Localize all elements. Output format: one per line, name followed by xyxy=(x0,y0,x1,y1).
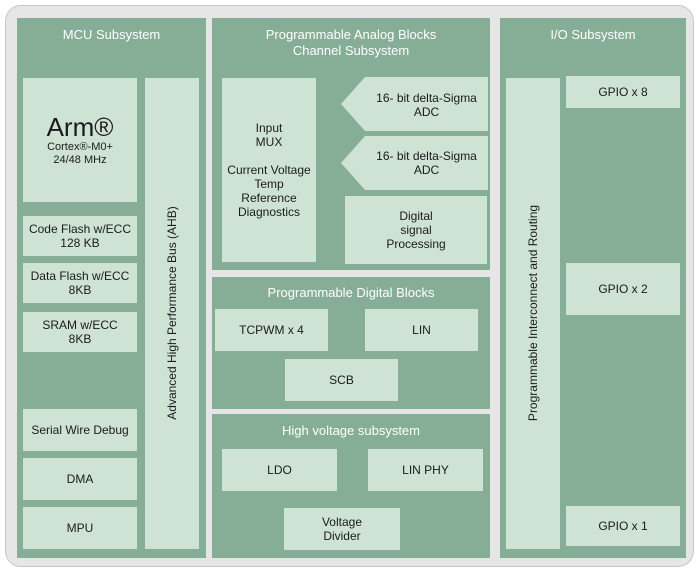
digital-signal-processing-block: Digital signal Processing xyxy=(345,196,487,264)
scb-block: SCB xyxy=(285,359,398,401)
io-subsystem-title: I/O Subsystem xyxy=(550,27,636,42)
io-subsystem-panel: I/O Subsystem Programmable Interconnect … xyxy=(500,18,686,558)
input-mux-block: Input MUX Current Voltage Temp Reference… xyxy=(222,78,316,262)
arm-core-label: Cortex®-M0+ 24/48 MHz xyxy=(47,141,113,166)
serial-wire-debug-block: Serial Wire Debug xyxy=(23,409,137,451)
high-voltage-title: High voltage subsystem xyxy=(281,423,420,438)
voltage-divider-block: Voltage Divider xyxy=(284,508,400,550)
adc-1-shape xyxy=(341,77,488,131)
mpu-block: MPU xyxy=(23,507,137,549)
data-flash-block: Data Flash w/ECC 8KB xyxy=(23,263,137,303)
high-voltage-panel: High voltage subsystem LDO LIN PHY Volta… xyxy=(212,414,490,558)
interconnect-routing-block xyxy=(506,78,560,549)
mcu-subsystem-title: MCU Subsystem xyxy=(62,27,161,42)
gpio-x2-block: GPIO x 2 xyxy=(566,263,680,315)
analog-blocks-panel: Programmable Analog Blocks Channel Subsy… xyxy=(212,18,490,270)
lin-phy-block: LIN PHY xyxy=(368,449,483,491)
ahb-bus-block xyxy=(145,78,199,549)
adc-1-label: 16- bit delta-Sigma ADC xyxy=(376,91,477,119)
tcpwm-block: TCPWM x 4 xyxy=(215,309,328,351)
arm-core-block: Arm® Cortex®-M0+ 24/48 MHz xyxy=(23,78,137,202)
digital-blocks-panel: Programmable Digital Blocks TCPWM x 4 LI… xyxy=(212,277,490,409)
gpio-x8-block: GPIO x 8 xyxy=(566,76,680,108)
interconnect-routing-label: Programmable Interconnect and Routing xyxy=(526,204,540,422)
ahb-bus-label: Advanced High Performance Bus (AHB) xyxy=(165,206,179,420)
sram-block: SRAM w/ECC 8KB xyxy=(23,312,137,352)
analog-blocks-title: Programmable Analog Blocks Channel Subsy… xyxy=(265,27,437,58)
code-flash-block: Code Flash w/ECC 128 KB xyxy=(23,216,137,256)
digital-blocks-title: Programmable Digital Blocks xyxy=(267,285,435,300)
mcu-subsystem-panel: MCU Subsystem Arm® Cortex®-M0+ 24/48 MHz… xyxy=(17,18,206,558)
adc-2-shape xyxy=(341,136,488,190)
ldo-block: LDO xyxy=(222,449,337,491)
lin-block: LIN xyxy=(365,309,478,351)
adc-2-label: 16- bit delta-Sigma ADC xyxy=(376,149,477,177)
gpio-x1-block: GPIO x 1 xyxy=(566,506,680,546)
arm-brand-label: Arm® xyxy=(46,112,114,142)
dma-block: DMA xyxy=(23,458,137,500)
